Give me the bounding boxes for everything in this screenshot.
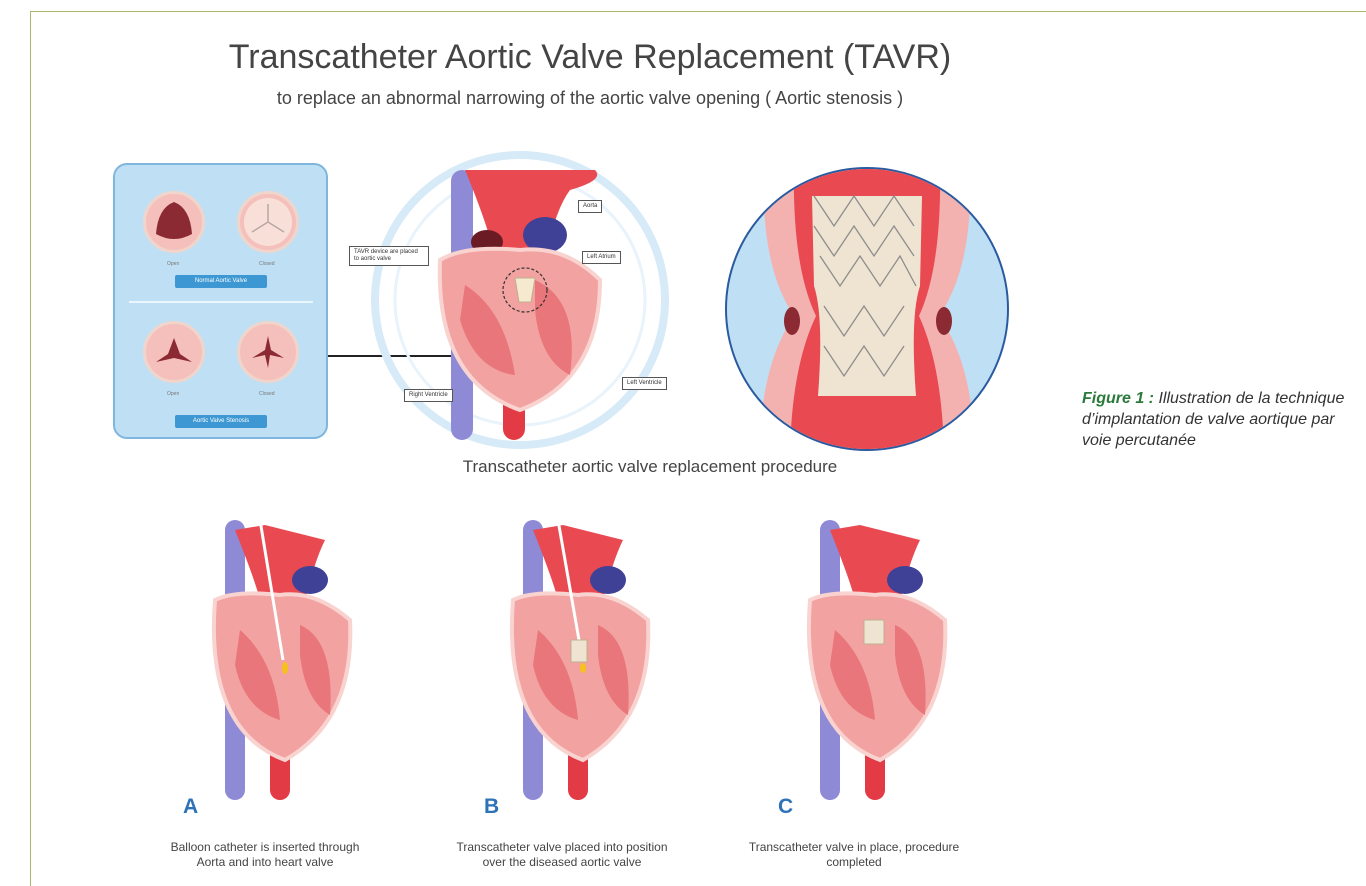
callout-aorta: Aorta — [578, 200, 602, 213]
step-a-heart-illustration — [165, 500, 365, 800]
stent-closeup-illustration — [724, 166, 1010, 452]
callout-tavr-device: TAVR device are placed to aortic valve — [349, 246, 429, 266]
figure-caption: Figure 1 : Illustration de la technique … — [1082, 388, 1362, 451]
step-c-caption: Transcatheter valve in place, procedure … — [744, 840, 964, 870]
figure-label: Figure 1 : — [1082, 390, 1154, 407]
main-heart-illustration — [355, 150, 685, 450]
callout-left-atrium: Left Atrium — [582, 251, 621, 264]
step-b-caption: Transcatheter valve placed into position… — [452, 840, 672, 870]
step-a-letter: A — [183, 795, 198, 819]
step-a-caption: Balloon catheter is inserted through Aor… — [155, 840, 375, 870]
callout-left-ventricle: Left Ventricle — [622, 377, 667, 390]
callout-right-ventricle: Right Ventricle — [404, 389, 453, 402]
step-c-heart-illustration — [760, 500, 960, 800]
procedure-title: Transcatheter aortic valve replacement p… — [400, 457, 900, 477]
step-b-letter: B — [484, 795, 499, 819]
step-b-heart-illustration — [463, 500, 663, 800]
step-c-letter: C — [778, 795, 793, 819]
